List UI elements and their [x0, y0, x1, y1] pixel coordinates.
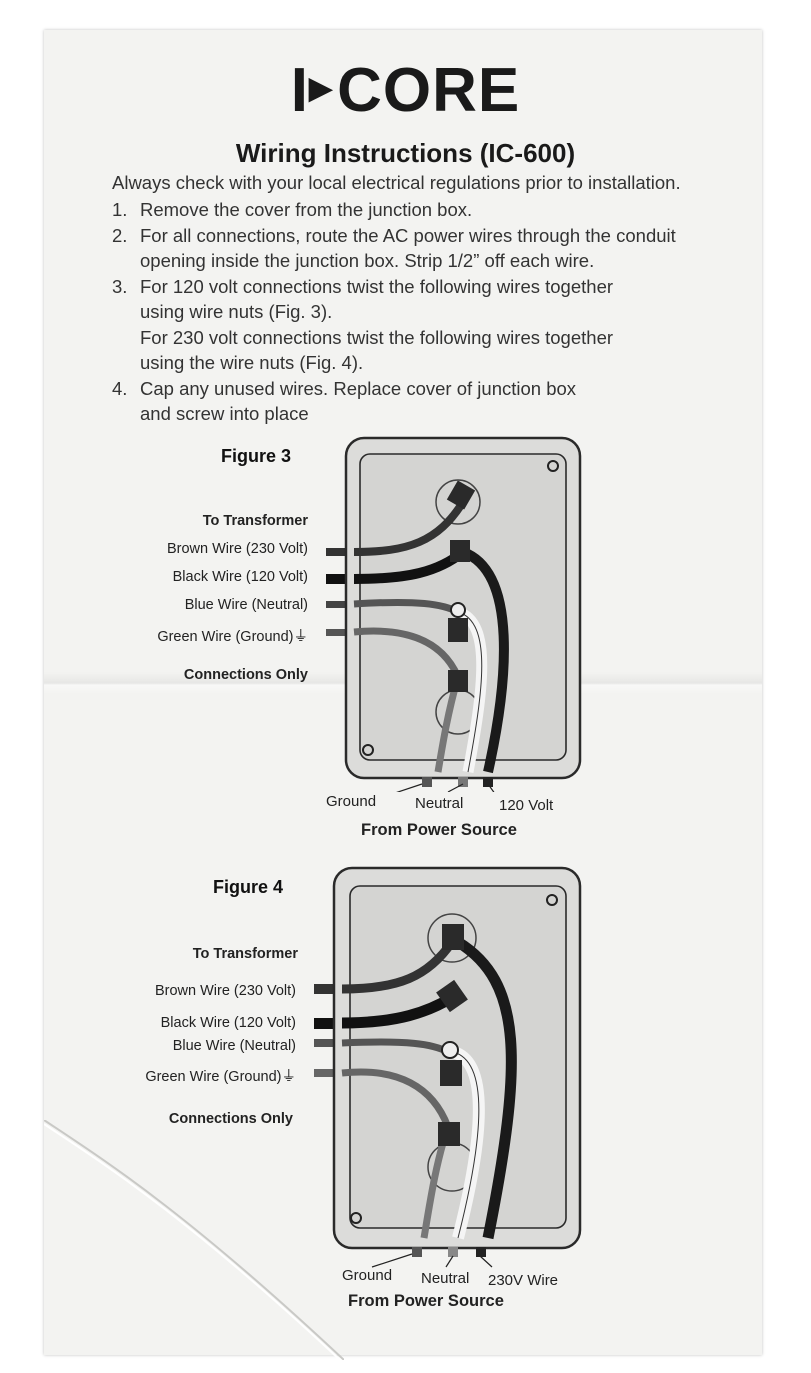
fig3-to-transformer-label: To Transformer — [202, 513, 308, 529]
fig3-blue-wire-label: Blue Wire (Neutral) — [184, 597, 308, 613]
step-item: 1. Remove the cover from the junction bo… — [112, 197, 676, 223]
fig4-blue-wire-label: Blue Wire (Neutral) — [172, 1038, 296, 1054]
fig4-from-power-source: From Power Source — [348, 1292, 504, 1310]
figure-3-label: Figure 3 — [221, 446, 292, 466]
page-title: Wiring Instructions (IC-600) — [235, 138, 576, 168]
fig4-black-wire-label: Black Wire (120 Volt) — [160, 1015, 296, 1031]
step-number: 4. — [112, 377, 128, 399]
fig4-green-wire-label: Green Wire (Ground)⏚ — [145, 1069, 296, 1085]
fig3-brown-wire-label: Brown Wire (230 Volt) — [166, 541, 308, 557]
fig4-neutral-source-label: Neutral — [421, 1270, 470, 1287]
fig4-ground-source-label: Ground — [342, 1267, 393, 1284]
step-text: For 120 volt connections twist the follo… — [140, 275, 614, 374]
figure-4-junction-box — [314, 866, 582, 1268]
brand-logo: I▶CORE — [290, 56, 521, 125]
step-item: 4. Cap any unused wires. Replace cover o… — [112, 376, 676, 427]
fig3-neutral-source-label: Neutral — [415, 795, 464, 812]
step-number: 3. — [112, 275, 128, 297]
fig3-ground-source-label: Ground — [326, 793, 377, 810]
intro-text: Always check with your local electrical … — [112, 172, 681, 193]
fig4-brown-wire-label: Brown Wire (230 Volt) — [154, 983, 296, 999]
fig4-connections-only-label: Connections Only — [168, 1111, 293, 1127]
fig3-black-wire-label: Black Wire (120 Volt) — [172, 569, 308, 585]
fig3-120v-source-label: 120 Volt — [499, 797, 554, 814]
step-item: 3. For 120 volt connections twist the fo… — [112, 274, 676, 376]
paper-tear-crease — [44, 1120, 344, 1360]
step-text: Cap any unused wires. Replace cover of j… — [140, 377, 577, 425]
triangle-icon: ▶ — [309, 71, 334, 105]
step-item: 2. For all connections, route the AC pow… — [112, 223, 676, 274]
fig3-connections-only-label: Connections Only — [183, 667, 308, 683]
step-number: 1. — [112, 199, 128, 220]
figure-4-label: Figure 4 — [213, 877, 284, 897]
step-text: Remove the cover from the junction box. — [140, 199, 473, 220]
step-number: 2. — [112, 224, 128, 246]
steps-list: 1. Remove the cover from the junction bo… — [112, 197, 676, 427]
step-text: For all connections, route the AC power … — [140, 224, 676, 272]
fig4-230v-source-label: 230V Wire — [488, 1272, 559, 1289]
fig4-to-transformer-label: To Transformer — [192, 946, 298, 962]
figure-3-junction-box — [326, 436, 582, 792]
fig3-green-wire-label: Green Wire (Ground)⏚ — [157, 629, 308, 645]
fig3-from-power-source: From Power Source — [361, 821, 517, 839]
